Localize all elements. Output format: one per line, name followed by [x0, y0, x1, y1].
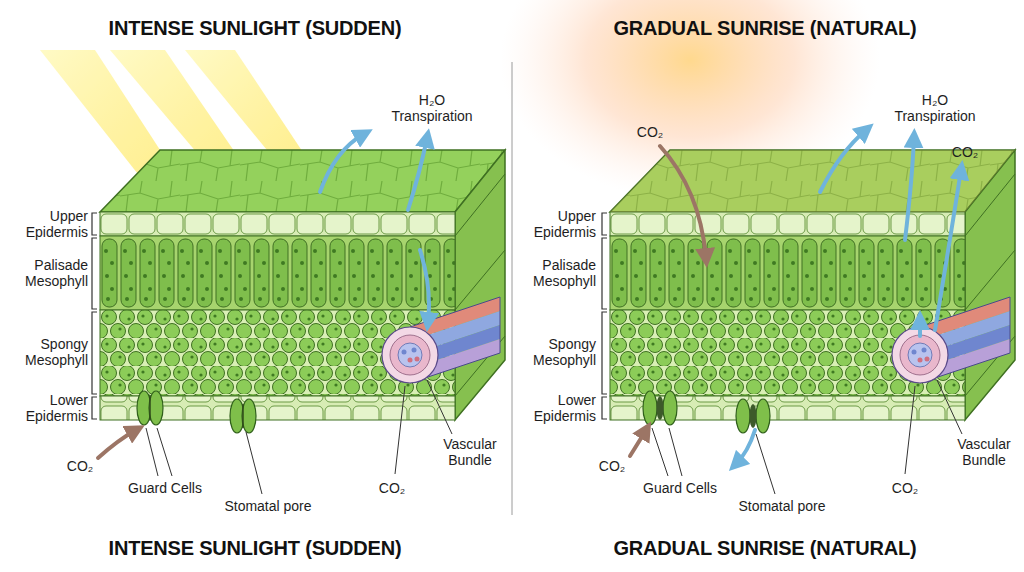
part-label: Stomatal pore — [727, 498, 837, 514]
layer-label: Palisade Mesophyll — [516, 257, 596, 289]
part-label: H₂O Transpiration — [885, 92, 985, 124]
part-label: Guard Cells — [635, 480, 725, 496]
part-label: H₂O Transpiration — [382, 92, 482, 124]
layer-brackets — [92, 213, 607, 419]
part-label: CO₂ — [370, 480, 414, 496]
part-label: Vascular Bundle — [948, 436, 1020, 468]
part-label: CO₂ — [590, 458, 634, 474]
layer-label: Spongy Mesophyll — [516, 336, 596, 368]
leaf-block — [610, 150, 1015, 420]
layer-label: Upper Epidermis — [4, 208, 88, 240]
part-label: Vascular Bundle — [434, 436, 506, 468]
leaf-block — [100, 150, 505, 420]
part-label: Stomatal pore — [213, 498, 323, 514]
guard-cells-open — [643, 391, 770, 433]
layer-label: Lower Epidermis — [516, 392, 596, 424]
guard-cells-closed — [137, 391, 256, 433]
layer-label: Palisade Mesophyll — [4, 257, 88, 289]
part-label: CO₂ — [628, 124, 672, 140]
panel-divider — [512, 62, 513, 515]
part-label: CO₂ — [943, 144, 987, 160]
panel-title: INTENSE SUNLIGHT (SUDDEN) — [35, 17, 475, 40]
panel-title: GRADUAL SUNRISE (NATURAL) — [545, 17, 985, 40]
layer-label: Lower Epidermis — [4, 392, 88, 424]
panel-title: GRADUAL SUNRISE (NATURAL) — [545, 537, 985, 560]
layer-label: Spongy Mesophyll — [4, 336, 88, 368]
part-label: CO₂ — [883, 480, 927, 496]
layer-label: Upper Epidermis — [516, 208, 596, 240]
panel-title: INTENSE SUNLIGHT (SUDDEN) — [35, 537, 475, 560]
part-label: Guard Cells — [120, 480, 210, 496]
part-label: CO₂ — [58, 458, 102, 474]
leader-lines — [146, 380, 962, 494]
water-arrows — [320, 130, 961, 464]
